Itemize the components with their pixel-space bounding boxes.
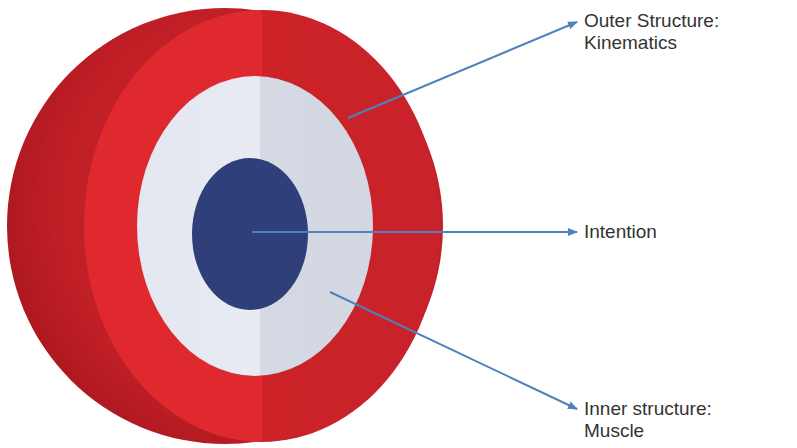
callout-label: Outer Structure: Kinematics — [584, 10, 764, 54]
callout-label: Inner structure: Muscle — [584, 398, 764, 442]
outer-cut-face — [84, 10, 440, 442]
leader-line — [348, 22, 577, 118]
core — [192, 158, 308, 310]
callout-label: Intention — [584, 221, 764, 243]
inner-layer — [137, 76, 373, 376]
leader-line — [252, 231, 577, 233]
leader-line — [330, 292, 577, 409]
outer-shell — [7, 8, 443, 444]
